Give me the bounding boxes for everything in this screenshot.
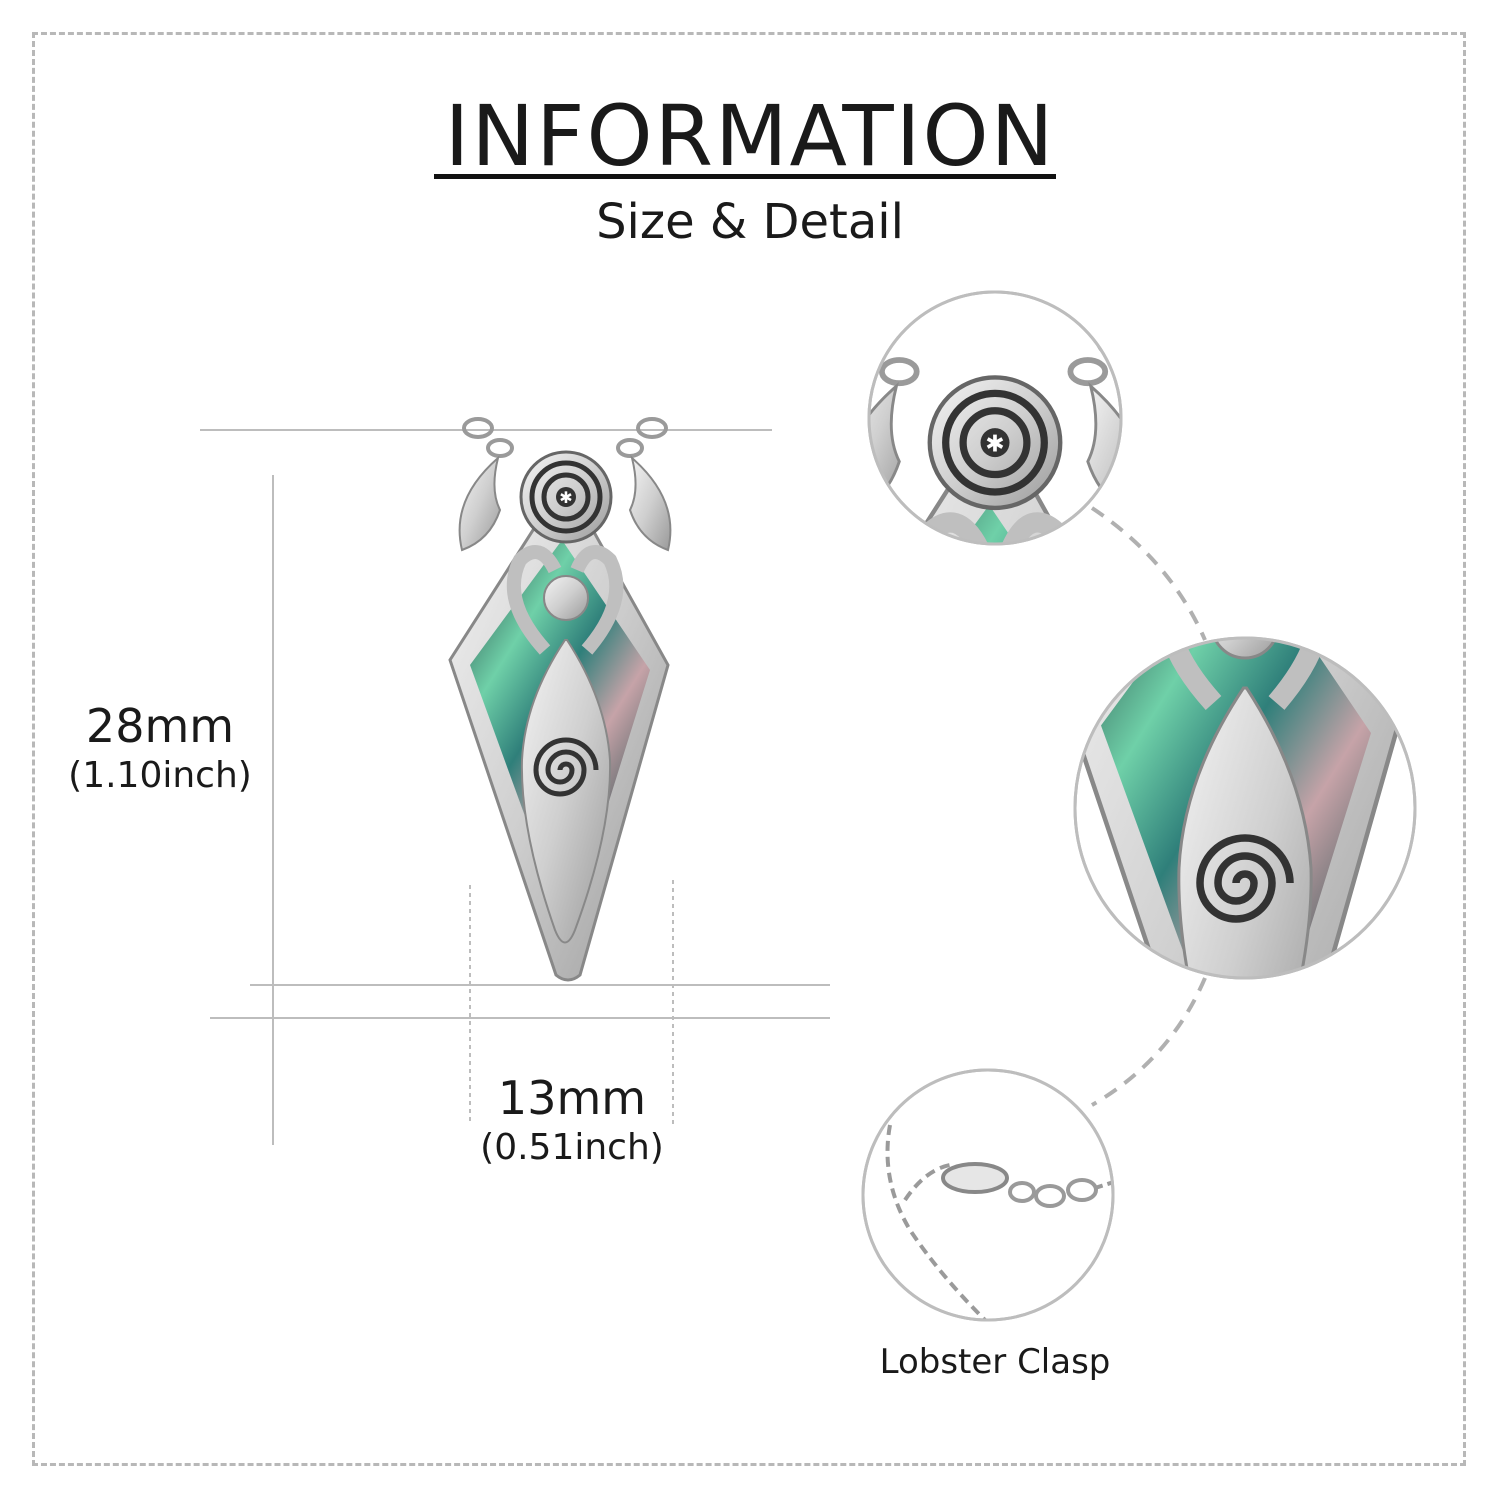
height-dimension: 28mm (1.10inch) [55,698,265,798]
width-inch: (0.51inch) [480,1127,664,1168]
measurement-guides [200,429,830,1145]
page-title: INFORMATION [444,87,1056,185]
height-inch: (1.10inch) [68,755,252,796]
pendant-image [450,419,670,980]
detail-circle-top [867,290,1123,546]
width-dimension: 13mm (0.51inch) [462,1070,682,1170]
connector-arcs [1090,506,1207,1107]
width-mm: 13mm [497,1071,647,1125]
clasp-label: Lobster Clasp [879,1342,1111,1382]
page-subtitle: Size & Detail [596,194,904,250]
title-underline [434,174,1056,179]
detail-circle-clasp [861,1068,1115,1322]
height-mm: 28mm [85,699,235,753]
detail-circle-middle [1073,636,1417,980]
dashed-frame [32,32,1466,1466]
